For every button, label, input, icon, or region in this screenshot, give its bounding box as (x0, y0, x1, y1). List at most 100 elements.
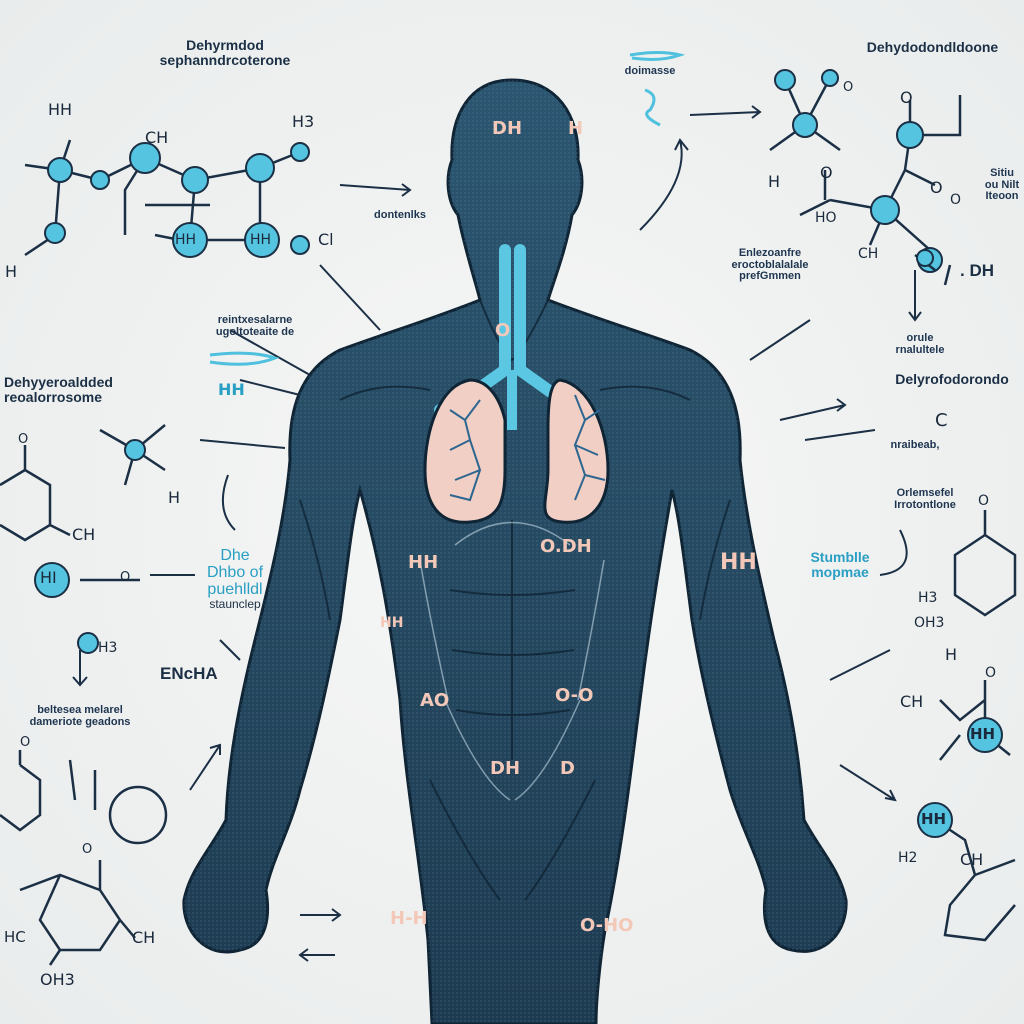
atom-label: O (900, 88, 913, 107)
label-left-title: Dehyyeroaldded reoalorrosome (4, 375, 113, 404)
label-right-down-small: orule rnalultele (885, 332, 955, 356)
atom-label: H (168, 488, 181, 507)
atom-label: O (843, 80, 854, 95)
atom-label: CH (960, 850, 984, 869)
text-line: orule (906, 332, 934, 344)
body-mark: AO (420, 690, 450, 711)
atom-label: C (935, 410, 948, 431)
text-line: puehlldl (207, 580, 263, 598)
body-mark: H-H (390, 908, 428, 929)
atom-label: O (820, 163, 833, 182)
label-top-center-small: doimasse (624, 65, 676, 77)
text-line: staunclep (209, 597, 261, 612)
atom-label: OH3 (914, 615, 945, 631)
atoms-top-left (44, 142, 310, 258)
text-line: mopmae (811, 563, 869, 580)
label-center-right-block: Enlezoanfre eroctoblalalale prefGmmen (700, 247, 840, 283)
lungs (423, 378, 610, 524)
body-mark: O-O (555, 685, 594, 706)
atoms-top-right (774, 69, 943, 273)
atom-label: HH (218, 380, 245, 399)
label-top-left-title: Dehyrmdod (186, 37, 264, 53)
body-mark: O-HO (580, 915, 634, 936)
body-mark: O.DH (540, 536, 592, 557)
text-line: Dhbo of (206, 563, 264, 581)
label-right-title: Delyrofodorondo (895, 371, 1009, 387)
atom-label: O (20, 735, 31, 750)
atoms-left (34, 439, 146, 654)
atom-label: H2 (898, 850, 918, 866)
text-line: rnalultele (895, 343, 945, 356)
label-top-left-subtitle: sephanndrcoterone (159, 51, 291, 68)
atom-label: O (18, 432, 29, 447)
atom-label: H3 (292, 112, 315, 131)
text-line: reintxesalarne (217, 314, 293, 326)
text-line: beltesea melarel (37, 704, 123, 716)
atom-label: HH (48, 100, 73, 119)
text-line: Enlezoanfre (738, 247, 802, 259)
atom-label: HC (4, 928, 26, 946)
text-line: prefGmmen (739, 270, 801, 283)
arrows (72, 105, 922, 962)
label-left-lower-block: beltesea melarel dameriote geadons (5, 704, 155, 728)
atom-label: O (950, 192, 962, 208)
label-right-mid-block: Orlemsefel Irrotontlone (865, 487, 985, 511)
molecule-right (914, 254, 1017, 942)
label-right-caption: nraibeab, (890, 439, 940, 451)
text-line: reoalorrosome (4, 388, 103, 405)
atoms-right (916, 249, 1003, 838)
text-line: Dhe (220, 547, 250, 564)
atom-label: H (5, 262, 18, 281)
atom-label: Cl (318, 230, 334, 249)
atom-label: CH (858, 246, 879, 262)
atom-label: CH (145, 128, 169, 147)
atom-label: O (985, 665, 997, 681)
atom-label: HO (815, 210, 837, 226)
text-line: Orlemsefel (896, 487, 954, 499)
label-left-arrow-caption: dontenlks (374, 209, 426, 221)
text-line: Stumblle (810, 549, 870, 565)
body-mark: D (560, 758, 575, 779)
human-body (182, 78, 848, 1024)
atom-label: O (930, 178, 943, 197)
text-line: ou Nilt (984, 178, 1020, 191)
molecule-top-right (769, 77, 962, 251)
atom-label: O (120, 570, 131, 585)
text-line: ugoltoteaite de (215, 325, 295, 338)
atom-label: CH (72, 525, 96, 544)
body-mark: O (495, 320, 511, 341)
label-left-lower: ENcHA (160, 664, 218, 683)
text-line: Sitiu (990, 167, 1014, 179)
atom-label: H (945, 645, 958, 664)
body-mark: HH (720, 550, 757, 575)
atom-label: H3 (918, 590, 938, 606)
label-far-right: . DH (960, 261, 994, 280)
text-line: Iteoon (985, 190, 1019, 203)
label-right-cyan-block: Stumblle mopmae (800, 550, 880, 579)
text-line: eroctoblalalale (731, 258, 809, 271)
label-left-cyan-block: Dhe Dhbo of puehlldl staunclep (180, 547, 290, 612)
label-right-upper-small: Sitiu ou Nilt Iteoon (980, 167, 1024, 203)
atom-label: OH3 (40, 970, 75, 989)
atom-label: HH (970, 725, 996, 743)
atom-label: H (768, 172, 781, 191)
atom-label: HH (250, 232, 272, 248)
body-mark: DH (492, 118, 523, 139)
atom-label: HH (175, 232, 197, 248)
text-line: Irrotontlone (894, 498, 956, 511)
molecule-left (0, 424, 168, 966)
body-mark: H (568, 118, 584, 139)
body-mark: DH (490, 758, 521, 779)
atom-label: O (978, 493, 990, 509)
label-top-right-title: Dehydodondldoone (866, 39, 999, 55)
accent-swirls (209, 51, 686, 366)
molecule-top-left (24, 139, 301, 257)
atom-label: CH (132, 928, 156, 947)
text-line: dameriote geadons (29, 715, 131, 728)
text-line: Dehyyeroaldded (4, 374, 113, 390)
body-mark: HH (380, 615, 404, 631)
atom-label: HH (921, 810, 947, 828)
label-top-left: Dehyrmdod sephanndrcoterone (110, 38, 340, 67)
label-left-mid-block: reintxesalarne ugoltoteaite de (185, 314, 325, 338)
